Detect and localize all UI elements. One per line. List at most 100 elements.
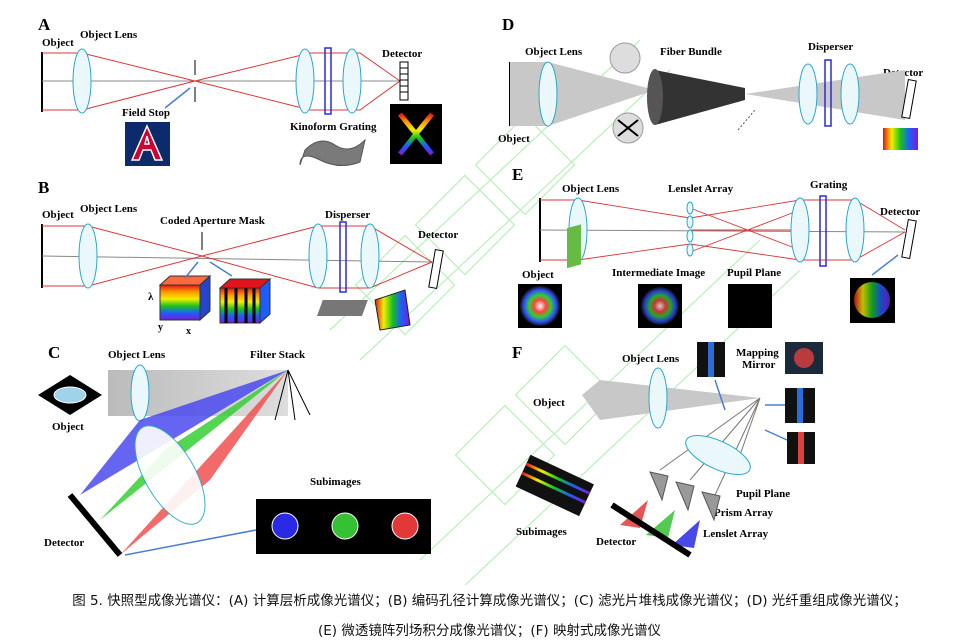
label-lens: Object Lens	[622, 353, 680, 365]
label-disperser: Disperser	[808, 41, 853, 53]
disperser	[339, 221, 347, 293]
object-lens	[78, 223, 98, 289]
label-mirror: Mirror	[742, 359, 776, 371]
panel-letter: B	[38, 178, 49, 197]
subimage-mosaic	[515, 454, 594, 517]
label-detector: Detector	[596, 536, 636, 548]
relay-lens-2	[840, 63, 860, 125]
detector-array	[901, 219, 917, 259]
object-lens	[648, 367, 668, 429]
fiber-input-face	[609, 42, 641, 74]
grating	[324, 47, 332, 115]
label-grating: Grating	[810, 179, 848, 191]
panel-f: F Object Lens Mapping Mirror Object Pupi…	[512, 224, 823, 558]
label-lens: Object Lens	[80, 203, 138, 215]
label-lens: Object Lens	[562, 183, 620, 195]
figure-caption-line2: (E) 微透镜阵列场积分成像光谱仪；(F) 映射式成像光谱仪	[318, 623, 661, 639]
red-channel	[120, 370, 288, 555]
detector-array	[67, 493, 123, 557]
label-lens: Object Lens	[525, 46, 583, 58]
figure-caption-line1: 图 5. 快照型成像光谱仪：(A) 计算层析成像光谱仪；(B) 编码孔径计算成像…	[72, 593, 907, 609]
fiber-slit	[737, 109, 756, 131]
figure-canvas: A Object Object Lens Field Stop Kinoform…	[38, 15, 923, 585]
relay-lens-1	[790, 197, 810, 263]
label-object: Object	[42, 37, 74, 49]
lenslet-array	[686, 201, 694, 257]
detector-array	[428, 249, 444, 289]
detector-array	[399, 61, 409, 101]
label-object: Object	[522, 269, 554, 281]
label-prism: Prism Array	[714, 507, 773, 519]
mapped-beams	[659, 397, 761, 496]
label-field-stop: Field Stop	[122, 107, 170, 119]
collimating-lens	[685, 435, 751, 475]
label-detector: Detector	[44, 537, 84, 549]
relay-lens-1	[295, 48, 315, 114]
axis-x: x	[186, 326, 191, 337]
label-detector: Detector	[418, 229, 458, 241]
panel-d: D Object Lens Fiber Bundle Disperser Det…	[498, 15, 923, 150]
panel-c: C Object Lens Filter Stack Object Subima…	[38, 343, 431, 557]
label-grating: Kinoform Grating	[290, 121, 377, 133]
pupil-image	[728, 284, 772, 328]
prism-array	[649, 471, 721, 522]
sheared-cube	[374, 289, 411, 331]
panel-e: E Object Lens Lenslet Array Grating Dete…	[512, 165, 920, 328]
label-disperser: Disperser	[325, 209, 370, 221]
filter-stack	[274, 369, 311, 421]
university-logo-icon	[125, 122, 170, 166]
subimage-blue	[271, 512, 299, 540]
arrow	[164, 87, 191, 109]
relay-lens-2	[845, 197, 865, 263]
panel-letter: A	[38, 15, 51, 34]
grating	[819, 195, 827, 267]
label-pupil: Pupil Plane	[736, 488, 790, 500]
label-mask: Coded Aperture Mask	[160, 215, 266, 227]
label-subimages: Subimages	[516, 526, 567, 538]
coded-measurement	[316, 300, 368, 316]
object-lens	[538, 61, 558, 127]
dispersion-pattern	[398, 112, 434, 156]
object-spiral	[520, 286, 560, 326]
relay-lens-2	[342, 48, 362, 114]
label-lenslet: Lenslet Array	[703, 528, 769, 540]
detector-array	[610, 502, 692, 558]
label-object: Object	[498, 133, 530, 145]
label-intermediate: Intermediate Image	[612, 267, 705, 279]
blue-channel	[80, 370, 288, 495]
subimage-red	[391, 512, 419, 540]
label-detector: Detector	[382, 48, 422, 60]
watermark	[329, 39, 801, 585]
label-mapping: Mapping	[736, 347, 779, 359]
relay-lens-2	[360, 223, 380, 289]
detector-image	[854, 282, 890, 318]
object-lens	[130, 364, 150, 422]
datacube	[158, 274, 212, 322]
object-lens	[72, 48, 92, 114]
panel-letter: F	[512, 343, 522, 362]
label-pupil: Pupil Plane	[727, 267, 781, 279]
label-object: Object	[52, 421, 84, 433]
coded-datacube	[218, 277, 272, 325]
panel-a: A Object Object Lens Field Stop Kinoform…	[38, 15, 442, 166]
panel-letter: E	[512, 165, 523, 184]
label-detector: Detector	[880, 206, 920, 218]
intermediate-image	[641, 287, 679, 325]
label-lens: Object Lens	[108, 349, 166, 361]
panel-letter: D	[502, 15, 514, 34]
label-lenslet: Lenslet Array	[668, 183, 734, 195]
label-fiber: Fiber Bundle	[660, 46, 722, 58]
input-beam	[582, 380, 760, 420]
label-object: Object	[42, 209, 74, 221]
relay-lens-1	[798, 63, 818, 125]
object-slide	[567, 224, 581, 269]
reimaging-lens	[134, 425, 206, 525]
detector-array	[901, 79, 917, 119]
dispersed-output	[883, 128, 918, 150]
ray-bundle	[42, 52, 401, 111]
label-lens: Object Lens	[80, 29, 138, 41]
kinoform-surface	[299, 138, 366, 166]
disperser	[824, 59, 832, 127]
panel-b: B Object Object Lens Coded Aperture Mask…	[38, 178, 458, 337]
relay-lens-1	[308, 223, 328, 289]
